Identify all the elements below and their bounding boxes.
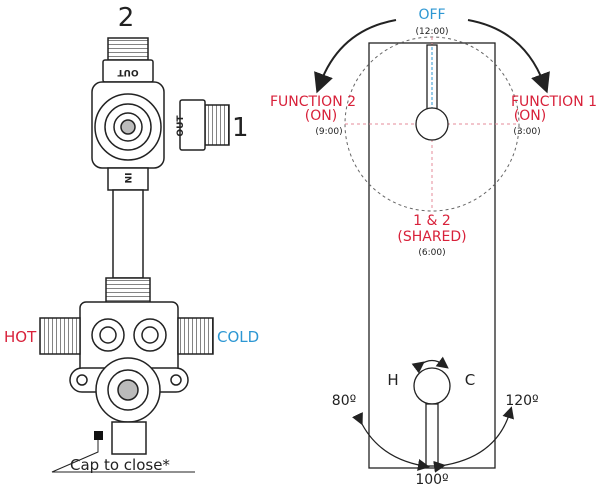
flange-hole-right — [170, 374, 182, 386]
connecting-pipe — [112, 189, 144, 279]
right-outlet-thread — [204, 104, 230, 146]
valve-body — [39, 37, 230, 455]
angle-120: 120º — [505, 393, 538, 409]
angle-80: 80º — [332, 393, 356, 409]
cap-leader-line — [51, 440, 195, 473]
mixer-rotate-arrow — [411, 356, 449, 374]
function-1-state: (ON) — [514, 108, 546, 124]
bottom-outlet — [111, 421, 147, 455]
cartridge-inner — [117, 379, 139, 401]
cold-inlet-thread — [177, 317, 214, 355]
hot-label: HOT — [4, 328, 37, 346]
off-time: (12:00) — [416, 27, 449, 37]
cap-marker — [94, 431, 103, 440]
function-1-label: FUNCTION 1 — [511, 94, 597, 110]
cold-letter: C — [465, 371, 475, 389]
angle-arc-left — [352, 412, 430, 471]
top-outlet-thread — [107, 37, 149, 61]
hot-letter: H — [387, 371, 398, 389]
function-2-time: (9:00) — [315, 127, 342, 137]
function-2-label: FUNCTION 2 — [270, 94, 356, 110]
shared-time: (6:00) — [418, 248, 445, 258]
flange-hole-left — [76, 374, 88, 386]
cap-note: Cap to close* — [70, 456, 170, 474]
diverter-stem — [120, 119, 136, 135]
mixer-knob — [413, 367, 451, 405]
cold-stop-valve-inner — [141, 326, 159, 344]
hot-stop-valve-inner — [99, 326, 117, 344]
function-1-time: (3:00) — [513, 127, 540, 137]
port-1-label: 1 — [232, 113, 249, 143]
shared-state: (SHARED) — [397, 229, 466, 245]
cold-label: COLD — [217, 328, 259, 346]
out-stamp-top: OUT — [117, 67, 139, 77]
mixer-top-thread — [105, 277, 151, 303]
off-label: OFF — [418, 7, 445, 23]
angle-arc-right — [433, 406, 514, 473]
in-stamp: IN — [122, 173, 132, 184]
diverter-knob — [415, 107, 449, 141]
angle-100: 100º — [415, 472, 448, 488]
arrow-to-function-2 — [314, 19, 397, 94]
port-2-label: 2 — [118, 3, 135, 33]
function-2-state: (ON) — [305, 108, 337, 124]
shared-label: 1 & 2 — [413, 213, 451, 229]
hot-inlet-thread — [39, 317, 81, 355]
arrow-to-function-1 — [467, 19, 550, 94]
out-stamp-right: OUT — [176, 115, 186, 137]
right-outlet-nut — [179, 99, 206, 151]
mixer-lever — [425, 403, 439, 467]
